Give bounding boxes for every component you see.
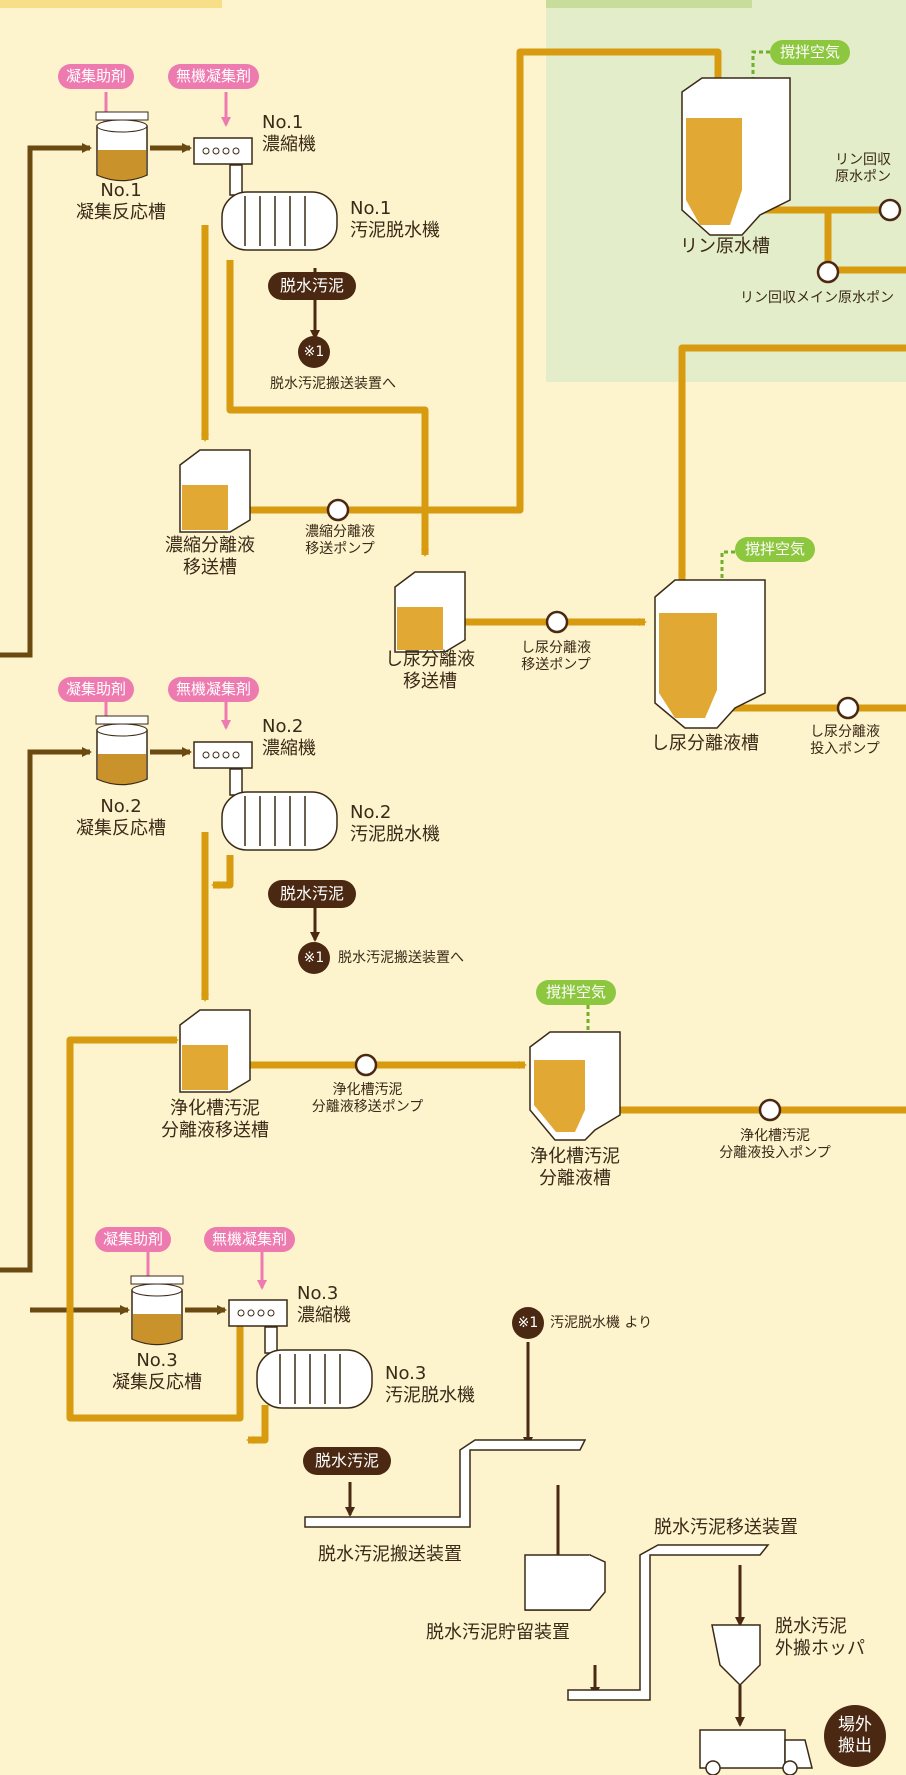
septic-input-pump-label: 浄化槽汚泥 分離液投入ポンプ	[719, 1128, 831, 1161]
pump-night-soil-input	[836, 696, 860, 720]
to-conveyor-label-2: 脱水汚泥搬送装置へ	[338, 950, 464, 966]
dewatered-sludge-tag-2: 脱水汚泥	[268, 880, 357, 908]
thickener-3	[228, 1299, 288, 1327]
septic-transfer-tank	[179, 1009, 251, 1093]
agitation-air-tag-1: 撹拌空気	[770, 40, 851, 65]
dehydrator-1-label: No.1 汚泥脱水機	[350, 198, 440, 241]
header-band-left	[0, 0, 222, 8]
thickener-2-label: No.2 濃縮機	[262, 716, 316, 759]
conveyor-label: 脱水汚泥搬送装置	[318, 1544, 462, 1565]
pump-thickened-transfer	[326, 498, 350, 522]
agitation-air-tag-3: 撹拌空気	[536, 980, 617, 1005]
thickened-transfer-pump-label: 濃縮分離液 移送ポンプ	[305, 524, 375, 557]
septic-transfer-tank-label: 浄化槽汚泥 分離液移送槽	[161, 1098, 269, 1141]
reaction-tank-1	[95, 111, 149, 182]
dehydrator-2-label: No.2 汚泥脱水機	[350, 802, 440, 845]
from-dehydrator-label: 汚泥脱水機 より	[550, 1315, 653, 1331]
phosphorus-recovery-pump-label: リン回収 原水ポン	[835, 152, 891, 185]
septic-separation-tank-label: 浄化槽汚泥 分離液槽	[530, 1146, 620, 1189]
ref-mark-3: ※1	[512, 1307, 544, 1339]
ref-mark-2: ※1	[298, 942, 330, 974]
coagulant-aid-tag-2: 凝集助剤	[58, 677, 135, 702]
thickened-transfer-tank	[179, 449, 251, 533]
thickener-1	[193, 137, 253, 165]
dehydrator-3	[256, 1326, 373, 1409]
night-soil-separation-tank-label: し尿分離液槽	[651, 733, 759, 754]
agitation-air-tag-2: 撹拌空気	[735, 537, 816, 562]
inorganic-coagulant-tag-3: 無機凝集剤	[204, 1227, 296, 1252]
offsite-badge: 場外 搬出	[824, 1705, 886, 1767]
header-band-right	[546, 0, 752, 8]
phosphorus-main-pump-label: リン回収メイン原水ポン	[740, 290, 894, 306]
reaction-tank-1-label: No.1 凝集反応槽	[76, 180, 166, 223]
sludge-inflow-lines	[0, 143, 227, 1315]
pump-phosphorus-main	[816, 260, 840, 284]
dewatered-sludge-tag-1: 脱水汚泥	[268, 272, 357, 300]
dehydrator-1	[221, 164, 338, 251]
phosphorus-raw-tank	[681, 77, 791, 236]
phosphorus-raw-tank-label: リン原水槽	[680, 236, 770, 257]
to-conveyor-label-1: 脱水汚泥搬送装置へ	[270, 376, 396, 392]
pump-phosphorus-recovery	[878, 198, 902, 222]
night-soil-separation-tank	[654, 579, 766, 729]
reaction-tank-3-label: No.3 凝集反応槽	[112, 1350, 202, 1393]
night-soil-transfer-tank-label: し尿分離液 移送槽	[385, 649, 475, 692]
inorganic-coagulant-tag-1: 無機凝集剤	[168, 64, 260, 89]
pump-septic-input	[758, 1098, 782, 1122]
reaction-tank-3	[130, 1275, 184, 1346]
transfer-label: 脱水汚泥移送装置	[654, 1517, 798, 1538]
night-soil-transfer-pump-label: し尿分離液 移送ポンプ	[521, 640, 591, 673]
reaction-tank-2-label: No.2 凝集反応槽	[76, 796, 166, 839]
hopper-label: 脱水汚泥 外搬ホッパ	[775, 1616, 865, 1659]
reaction-tank-2	[95, 715, 149, 786]
night-soil-input-pump-label: し尿分離液 投入ポンプ	[810, 724, 880, 757]
thickened-transfer-tank-label: 濃縮分離液 移送槽	[165, 535, 255, 578]
thickener-1-label: No.1 濃縮機	[262, 112, 316, 155]
ref-mark-1: ※1	[298, 336, 330, 368]
dewatered-arrows	[310, 268, 745, 1727]
storage-label: 脱水汚泥貯留装置	[426, 1622, 570, 1643]
pump-night-soil-transfer	[545, 610, 569, 634]
pump-markers	[326, 198, 902, 1122]
coagulant-aid-tag-1: 凝集助剤	[58, 64, 135, 89]
dehydrator-2	[221, 768, 338, 851]
septic-separation-tank	[529, 1031, 621, 1141]
conveyor-equipment	[304, 1439, 813, 1775]
thickener-3-label: No.3 濃縮機	[297, 1283, 351, 1326]
dehydrator-3-label: No.3 汚泥脱水機	[385, 1363, 475, 1406]
thickener-2	[193, 741, 253, 769]
septic-transfer-pump-label: 浄化槽汚泥 分離液移送ポンプ	[311, 1082, 424, 1115]
inorganic-coagulant-tag-2: 無機凝集剤	[168, 677, 260, 702]
night-soil-transfer-tank	[394, 571, 466, 653]
pump-septic-transfer	[354, 1053, 378, 1077]
coagulant-aid-tag-3: 凝集助剤	[95, 1227, 172, 1252]
dewatered-sludge-tag-3: 脱水汚泥	[303, 1447, 392, 1475]
